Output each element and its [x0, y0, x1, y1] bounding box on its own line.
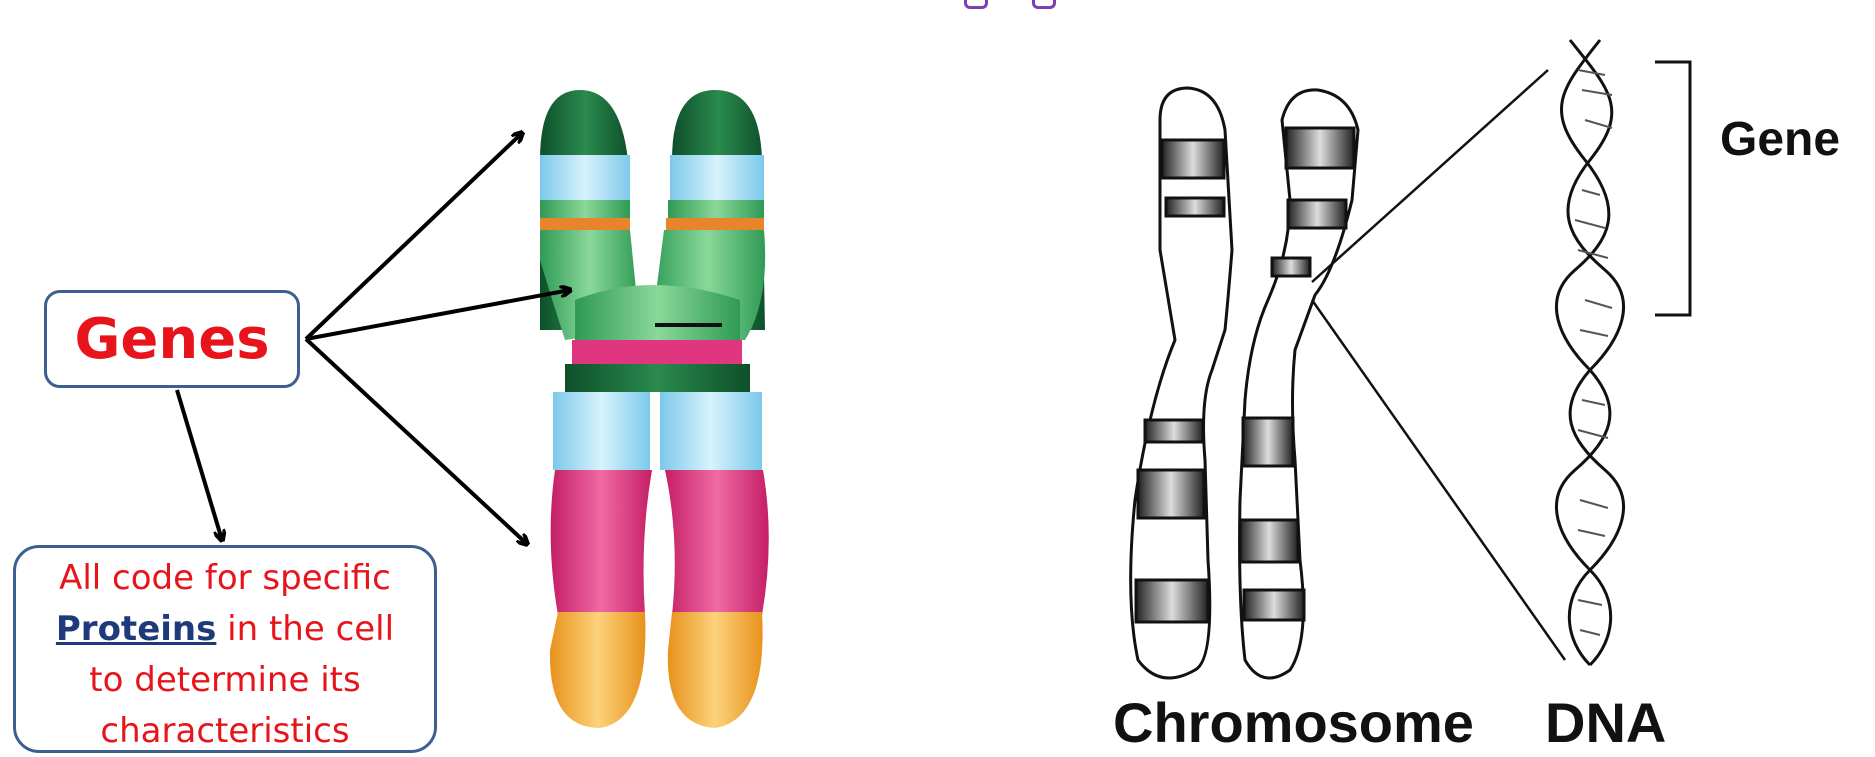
arrow-to-lower-band — [306, 339, 527, 544]
arrow-to-middle-band — [306, 290, 570, 339]
gene-bracket — [1655, 62, 1690, 315]
dna-label: DNA — [1545, 690, 1666, 755]
description-line-3: to determine its — [16, 655, 434, 706]
bw-chromosome — [1131, 88, 1358, 678]
gene-label: Gene — [1720, 112, 1840, 167]
description-box: All code for specific Proteins in the ce… — [13, 545, 437, 753]
description-line-2: Proteins in the cell — [16, 604, 434, 655]
description-line-2-rest: in the cell — [216, 609, 394, 649]
genes-label: Genes — [74, 307, 269, 372]
proteins-keyword: Proteins — [56, 609, 216, 649]
chromosome-label: Chromosome — [1113, 690, 1474, 755]
genes-box: Genes — [44, 290, 300, 388]
description-line-1: All code for specific — [16, 553, 434, 604]
arrow-to-description — [177, 390, 222, 540]
description-line-4: characteristics — [16, 706, 434, 757]
colored-chromosome — [540, 90, 769, 728]
dna-helix — [1556, 40, 1623, 665]
arrow-to-upper-band — [306, 133, 522, 339]
